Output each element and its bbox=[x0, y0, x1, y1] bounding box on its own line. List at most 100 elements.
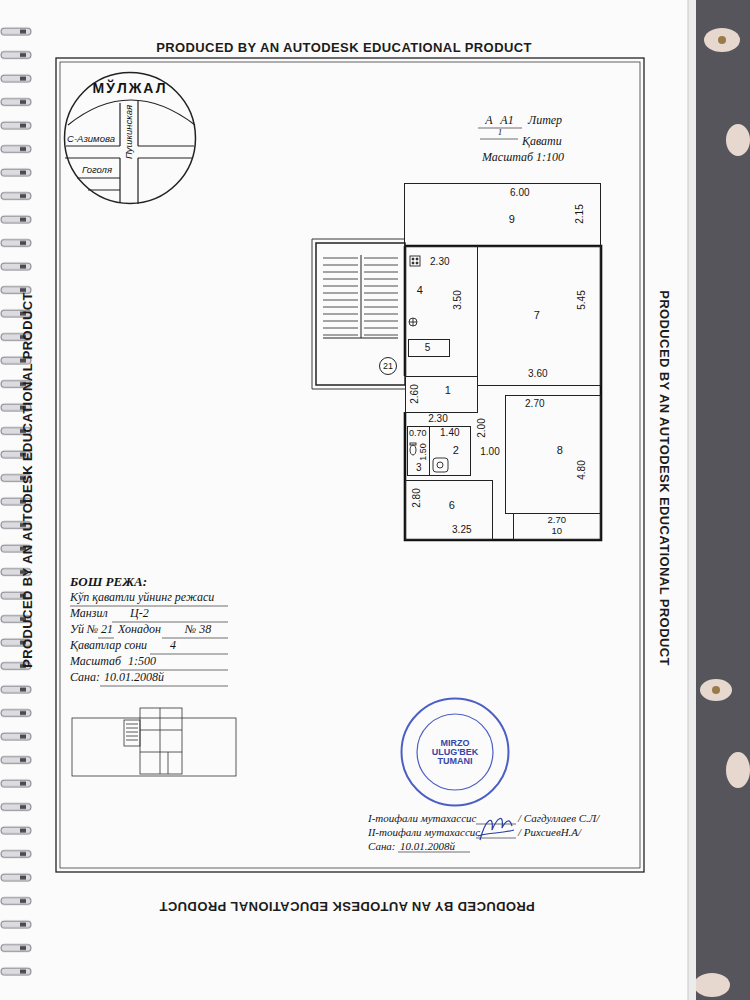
field-value: № 38 bbox=[185, 623, 211, 635]
staircase bbox=[312, 239, 405, 389]
watermark: PRODUCED BY AN AUTODESK EDUCATIONAL PROD… bbox=[658, 290, 671, 666]
landmark-streets bbox=[120, 101, 138, 204]
tablecloth bbox=[726, 124, 750, 156]
paper-sheet bbox=[688, 0, 689, 1000]
tablecloth bbox=[726, 752, 750, 788]
dimension: 2.30 bbox=[428, 414, 447, 424]
toilet-room: 0.701.503 bbox=[407, 426, 430, 476]
corridor-room: 12.60 bbox=[405, 376, 478, 413]
sheet-field: Қавати bbox=[522, 135, 562, 147]
balcony-room: 6.00 9 2.15 bbox=[404, 183, 601, 247]
room-number: 9 bbox=[509, 213, 515, 224]
sheet-field: А1 bbox=[500, 114, 513, 126]
fixtures bbox=[433, 458, 448, 472]
stamp-inner-ring bbox=[417, 714, 493, 790]
dimension: 3.25 bbox=[452, 525, 471, 535]
tablecloth bbox=[712, 686, 720, 694]
field-underlines bbox=[70, 128, 522, 852]
drawing-frame bbox=[56, 58, 644, 872]
watermark: PRODUCED BY AN AUTODESK EDUCATIONAL PROD… bbox=[156, 41, 532, 54]
signer-name: / РихсиевН.А/ bbox=[518, 827, 581, 838]
signature bbox=[478, 818, 514, 840]
street-name: Гоголя bbox=[82, 165, 112, 175]
bedroom: 2.7084.80 bbox=[505, 395, 601, 514]
scale-note: Масштаб 1:100 bbox=[482, 151, 564, 163]
dimension: 5.45 bbox=[577, 290, 587, 309]
pantry-room: 5 bbox=[408, 339, 450, 357]
dimension: 1.40 bbox=[440, 428, 459, 438]
field-name: Сана: bbox=[368, 841, 396, 852]
room-number: 5 bbox=[425, 343, 431, 353]
thumbnail-plan bbox=[140, 708, 182, 774]
logo-ring bbox=[65, 73, 196, 204]
storage-room: 2.7010 bbox=[513, 513, 601, 540]
drawing-frame bbox=[60, 62, 640, 868]
bath-room: 1.40 2 bbox=[429, 426, 471, 476]
block-subtitle: Кўп қаватли уйнинг режаси bbox=[70, 591, 214, 603]
fixtures bbox=[410, 445, 416, 455]
field-name: Масштаб bbox=[70, 655, 121, 667]
stamp-text: MIRZO ULUG'BEK TUMANI bbox=[420, 739, 490, 766]
marker-ring bbox=[380, 358, 397, 375]
stamp-ring bbox=[402, 699, 509, 806]
thumbnail-plan bbox=[72, 708, 236, 776]
dimension: 4.80 bbox=[577, 460, 587, 479]
room: 2.80 6 3.25 bbox=[405, 480, 493, 540]
room-number: 6 bbox=[449, 499, 455, 510]
spiral-binding bbox=[0, 20, 40, 990]
dimension: 2.15 bbox=[575, 204, 585, 223]
fixtures bbox=[409, 318, 417, 326]
fixtures bbox=[410, 256, 420, 266]
dimension: 6.00 bbox=[510, 188, 529, 198]
drawing-frame bbox=[56, 58, 644, 872]
thumbnail-plan bbox=[140, 708, 182, 774]
room-number: 3 bbox=[416, 463, 422, 473]
dimension: 3.60 bbox=[528, 369, 547, 379]
house-number: 21 bbox=[383, 362, 393, 371]
signer-role: II-тоифали мутахассис bbox=[368, 827, 480, 838]
logo-title: МЎЛЖАЛ bbox=[93, 81, 168, 95]
living-room: 75.453.60 bbox=[477, 246, 601, 386]
dimension: 0.70 bbox=[409, 428, 427, 437]
field-name: Манзил bbox=[70, 607, 108, 619]
signature bbox=[478, 818, 514, 840]
room-number: 4 bbox=[417, 284, 423, 295]
exterior-walls bbox=[405, 246, 601, 540]
field-value: 10.01.2008й bbox=[400, 841, 455, 852]
dimension: 1.00 bbox=[480, 447, 499, 457]
staircase bbox=[312, 239, 405, 389]
fixtures bbox=[409, 318, 417, 326]
signer-name: / Сагдуллаев С.Л/ bbox=[518, 813, 599, 824]
staircase bbox=[323, 255, 398, 338]
official-stamp: MIRZO ULUG'BEK TUMANI bbox=[400, 697, 510, 807]
watermark: PRODUCED BY AN AUTODESK EDUCATIONAL PROD… bbox=[21, 292, 34, 668]
landmark-logo: МЎЛЖАЛС-АзимоваПушкинскаяГоголя bbox=[63, 71, 197, 205]
dimension: 2.00 bbox=[477, 418, 487, 437]
exterior-walls bbox=[405, 246, 601, 540]
house-number-marker: 21 bbox=[378, 356, 398, 376]
watermark: PRODUCED BY AN AUTODESK EDUCATIONAL PROD… bbox=[159, 900, 535, 913]
tablecloth bbox=[694, 973, 730, 997]
field-name: Уй № bbox=[70, 623, 98, 635]
fixtures bbox=[416, 258, 418, 260]
field-underlines bbox=[478, 128, 522, 139]
tablecloth bbox=[700, 679, 732, 701]
field-name: Хонадон bbox=[118, 623, 161, 635]
room-number: 2 bbox=[453, 444, 459, 455]
fixtures bbox=[412, 258, 414, 260]
spiral-binding bbox=[0, 20, 40, 990]
dimension: 2.60 bbox=[410, 384, 420, 403]
room-number: 10 bbox=[552, 526, 563, 536]
fixtures bbox=[437, 462, 443, 468]
thumbnail-plan bbox=[124, 720, 140, 746]
thumbnail-plan bbox=[126, 724, 138, 740]
dimension: 2.80 bbox=[412, 488, 422, 507]
field-underlines bbox=[70, 606, 228, 686]
signer-role: I-тоифали мутахассис bbox=[368, 813, 477, 824]
paper-sheet bbox=[0, 0, 696, 1000]
field-value: 1:500 bbox=[128, 655, 156, 667]
fixtures bbox=[412, 262, 414, 264]
dimension: 2.70 bbox=[525, 399, 544, 409]
